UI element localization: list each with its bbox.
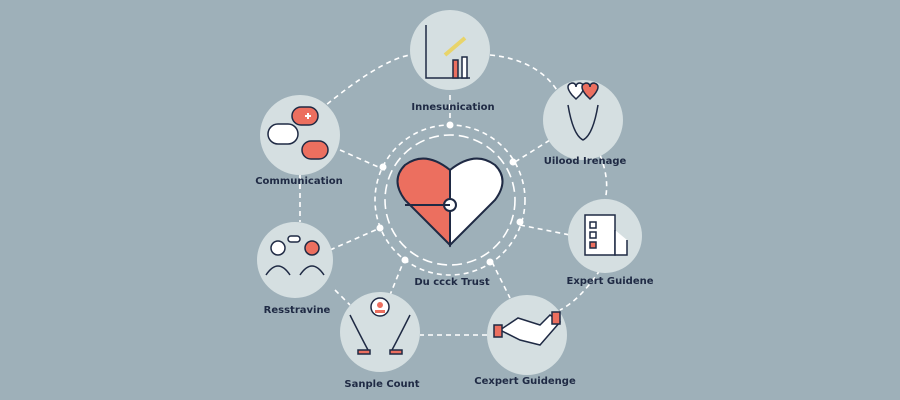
hands-person-icon — [349, 297, 411, 355]
node-label-innesunication: Innesunication — [411, 102, 495, 113]
checklist-icon — [584, 214, 628, 256]
node-label-resstravine: Resstravine — [263, 305, 331, 316]
chat-bubbles-icon — [267, 106, 329, 160]
node-label-uilood-irenage: Uilood Irenage — [543, 156, 627, 167]
node-label-expert-guidene: Expert Guidene — [566, 276, 654, 287]
key-chart-icon — [425, 25, 470, 79]
people-talk-icon — [265, 235, 325, 276]
center-label: Du ϲϲck Trust — [414, 277, 490, 288]
connector-dots — [376, 121, 524, 266]
hands-hearts-icon — [567, 82, 599, 141]
handshake-icon — [493, 311, 562, 346]
node-label-communication: Communication — [255, 176, 343, 187]
node-label-cexpert-guidenge: Cexpert Guidenge — [474, 376, 576, 387]
node-label-sanple-count: Sanple Count — [344, 379, 420, 390]
puzzle-heart-icon — [396, 157, 504, 248]
